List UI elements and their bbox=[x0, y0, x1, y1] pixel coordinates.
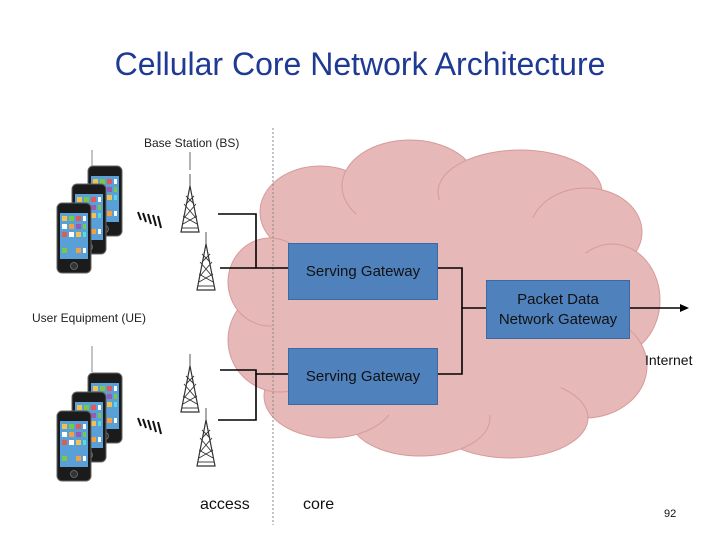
radio-wave-icon bbox=[137, 211, 162, 229]
packet-data-network-gateway: Packet Data Network Gateway bbox=[486, 280, 630, 339]
cell-tower-icon bbox=[180, 353, 200, 413]
cell-tower-icon bbox=[196, 231, 216, 291]
link-lines bbox=[218, 213, 486, 421]
internet-label: Internet bbox=[645, 352, 693, 368]
serving-gateway-bottom: Serving Gateway bbox=[288, 348, 438, 405]
cell-tower-icon bbox=[180, 173, 200, 233]
page-number: 92 bbox=[664, 508, 677, 520]
cell-tower-icon bbox=[196, 407, 216, 467]
pdn-gateway-label-line1: Packet Data bbox=[517, 290, 599, 308]
arrowhead-icon bbox=[680, 304, 689, 312]
smartphone-icon bbox=[56, 410, 92, 482]
radio-wave-icon bbox=[137, 417, 162, 435]
serving-gateway-top: Serving Gateway bbox=[288, 243, 438, 300]
smartphone-icon bbox=[56, 202, 92, 274]
serving-gateway-label: Serving Gateway bbox=[305, 262, 421, 280]
base-station-label: Base Station (BS) bbox=[144, 136, 240, 150]
pdn-gateway-label-line2: Network Gateway bbox=[498, 310, 618, 328]
serving-gateway-label: Serving Gateway bbox=[305, 367, 421, 385]
access-label: access bbox=[200, 496, 250, 513]
slide-title: Cellular Core Network Architecture bbox=[114, 46, 606, 82]
user-equipment-label: User Equipment (UE) bbox=[32, 311, 147, 325]
core-label: core bbox=[303, 496, 335, 513]
